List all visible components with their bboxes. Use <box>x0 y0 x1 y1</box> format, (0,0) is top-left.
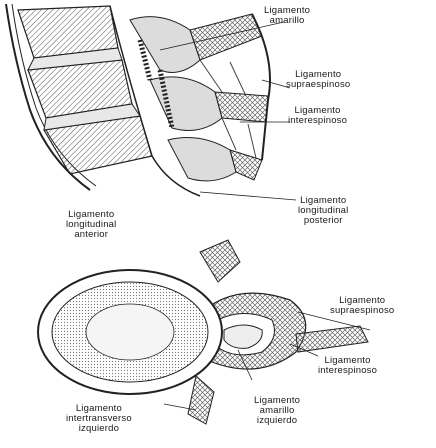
label-ligamento-interespinoso-bottom: Ligamento interespinoso <box>318 356 377 376</box>
axial-vertebra-section <box>38 240 370 424</box>
label-ligamento-longitudinal-anterior: Ligamento longitudinal anterior <box>66 210 116 240</box>
label-ligamento-amarillo-izquierdo: Ligamento amarillo izquierdo <box>254 396 300 426</box>
label-line: interespinoso <box>318 366 377 376</box>
label-ligamento-interespinoso-top: Ligamento interespinoso <box>288 106 347 126</box>
label-line: anterior <box>66 230 116 240</box>
sagittal-spine-section <box>6 4 296 200</box>
label-ligamento-supraespinoso-top: Ligamento supraespinoso <box>286 70 350 90</box>
label-line: supraespinoso <box>286 80 350 90</box>
label-line: posterior <box>298 216 348 226</box>
label-ligamento-longitudinal-posterior: Ligamento longitudinal posterior <box>298 196 348 226</box>
label-line: supraespinoso <box>330 306 394 316</box>
label-ligamento-amarillo-top: Ligamento amarillo <box>264 6 310 26</box>
label-line: izquierdo <box>254 416 300 426</box>
label-line: amarillo <box>264 16 310 26</box>
label-line: izquierdo <box>66 424 132 434</box>
label-ligamento-supraespinoso-bottom: Ligamento supraespinoso <box>330 296 394 316</box>
label-ligamento-intertransverso-izquierdo: Ligamento intertransverso izquierdo <box>66 404 132 434</box>
label-line: interespinoso <box>288 116 347 126</box>
